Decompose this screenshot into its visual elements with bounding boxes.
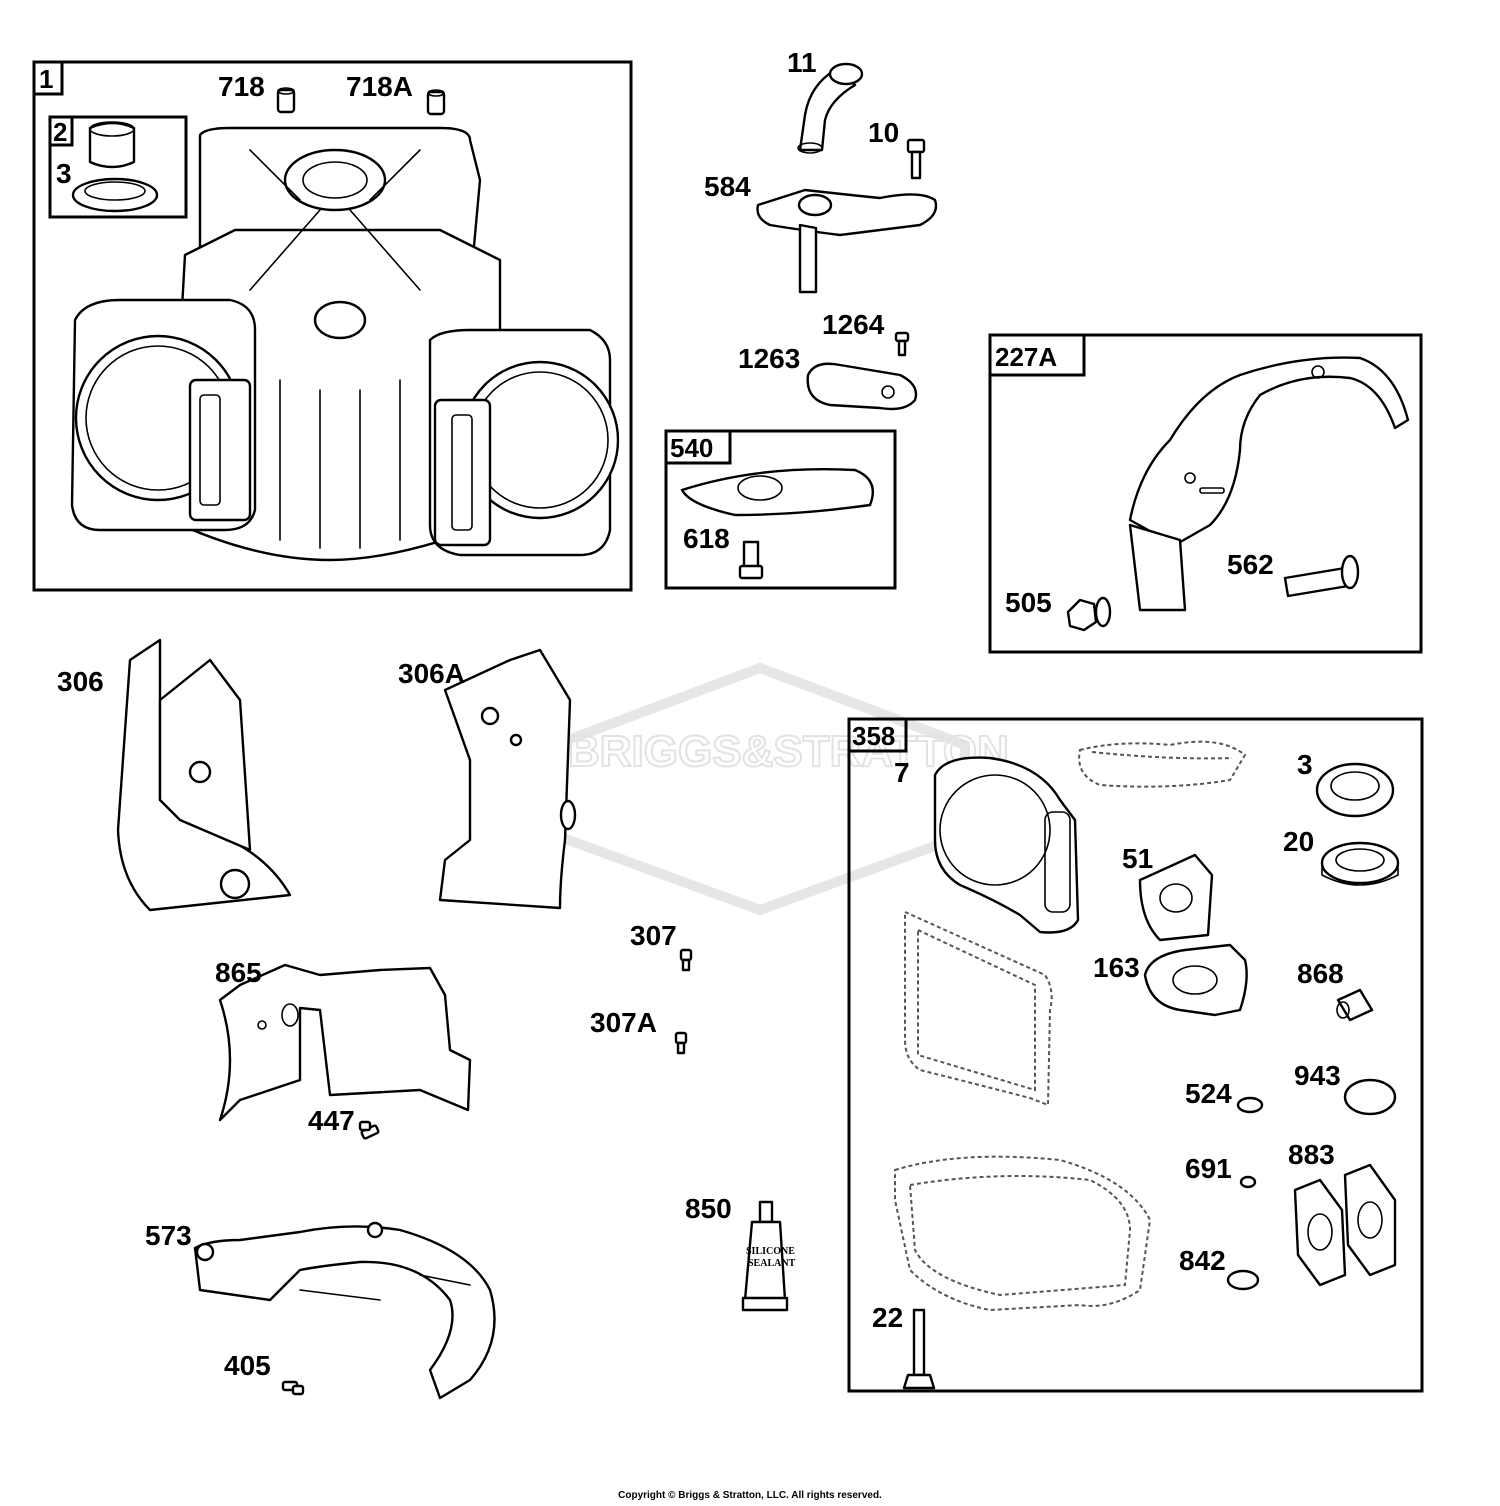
label-306A: 306A xyxy=(398,658,465,689)
bracket-part xyxy=(1128,356,1410,612)
label-718: 718 xyxy=(218,71,265,102)
label-618: 618 xyxy=(683,523,730,554)
label-3-left: 3 xyxy=(56,158,72,189)
screw-618 xyxy=(738,540,764,580)
gasket-883 xyxy=(1293,1163,1397,1287)
box-540-breather-gasket: 540 618 xyxy=(664,429,897,590)
label-1264: 1264 xyxy=(822,309,885,340)
box-540-label: 540 xyxy=(670,433,713,463)
label-163: 163 xyxy=(1093,952,1140,983)
bearing-20 xyxy=(1320,841,1400,886)
bushing-868 xyxy=(1336,988,1374,1022)
label-718A: 718A xyxy=(346,71,413,102)
label-1263: 1263 xyxy=(738,343,800,374)
shroud-306A xyxy=(438,648,577,910)
dowel-718A xyxy=(426,89,446,116)
box-2-label: 2 xyxy=(53,117,67,147)
label-307A: 307A xyxy=(590,1007,657,1038)
shroud-306 xyxy=(116,638,292,912)
breather-valve-1263 xyxy=(806,362,918,411)
seal-part-left xyxy=(71,177,159,213)
cylinder-block-part xyxy=(70,126,620,562)
screw-1264 xyxy=(894,331,910,357)
box-1-label: 1 xyxy=(39,64,53,94)
label-22: 22 xyxy=(872,1302,903,1333)
label-584: 584 xyxy=(704,171,751,202)
screw-307A xyxy=(674,1031,688,1055)
box-358-gasket-set: 358 7 3 20 51 xyxy=(847,717,1424,1393)
oring-842 xyxy=(1226,1269,1260,1291)
screw-405 xyxy=(281,1380,305,1396)
pin-562 xyxy=(1283,554,1360,598)
label-842: 842 xyxy=(1179,1245,1226,1276)
label-562: 562 xyxy=(1227,549,1274,580)
seal-691 xyxy=(1239,1175,1257,1189)
screw-10 xyxy=(906,138,926,180)
screw-307 xyxy=(679,948,693,972)
tube-text-line1: SILICONE xyxy=(746,1246,795,1257)
oring-524 xyxy=(1236,1096,1264,1114)
label-850: 850 xyxy=(685,1193,732,1224)
head-gasket-7 xyxy=(933,756,1080,934)
oring-943 xyxy=(1343,1078,1397,1116)
label-865: 865 xyxy=(215,957,262,988)
label-10: 10 xyxy=(868,117,899,148)
copyright-notice: Copyright © Briggs & Stratton, LLC. All … xyxy=(618,1490,882,1501)
bushing-part xyxy=(88,121,136,169)
label-868: 868 xyxy=(1297,958,1344,989)
label-447: 447 xyxy=(308,1105,355,1136)
label-524: 524 xyxy=(1185,1078,1232,1109)
label-306: 306 xyxy=(57,666,104,697)
gasket-dashed-top xyxy=(1078,740,1247,788)
label-883: 883 xyxy=(1288,1139,1335,1170)
label-11: 11 xyxy=(787,47,817,78)
breather-tube-11 xyxy=(797,62,864,154)
gasket-51 xyxy=(1138,853,1214,942)
base-plate-573 xyxy=(193,1221,496,1400)
label-51: 51 xyxy=(1122,843,1153,874)
brand-watermark-text: BRIGGS&STRATTON xyxy=(568,727,1009,776)
tube-text-line2: SEALANT xyxy=(748,1258,796,1269)
box-227A-label: 227A xyxy=(995,342,1057,372)
gasket-valve-cover xyxy=(904,910,1053,1107)
label-3-right: 3 xyxy=(1297,749,1313,780)
label-7: 7 xyxy=(894,757,910,788)
seal-part-right xyxy=(1315,762,1395,818)
label-505: 505 xyxy=(1005,587,1052,618)
label-573: 573 xyxy=(145,1220,192,1251)
label-943: 943 xyxy=(1294,1060,1341,1091)
nut-505 xyxy=(1066,596,1112,632)
label-307: 307 xyxy=(630,920,677,951)
box-1-cylinder-assembly: 1 2 3 718 718A xyxy=(32,60,633,592)
label-405: 405 xyxy=(224,1350,271,1381)
bolt-22 xyxy=(902,1308,936,1390)
gasket-sump xyxy=(894,1155,1152,1312)
dowel-718 xyxy=(276,87,296,114)
label-691: 691 xyxy=(1185,1153,1232,1184)
sealant-tube-850: SILICONE SEALANT xyxy=(741,1200,796,1312)
box-227A-bracket: 227A 562 505 xyxy=(988,333,1423,654)
breather-plate-584 xyxy=(756,188,938,294)
box-358-label: 358 xyxy=(852,721,895,751)
gasket-163 xyxy=(1143,943,1248,1017)
shield-865 xyxy=(218,963,472,1122)
screw-447 xyxy=(358,1120,380,1140)
label-20: 20 xyxy=(1283,826,1314,857)
